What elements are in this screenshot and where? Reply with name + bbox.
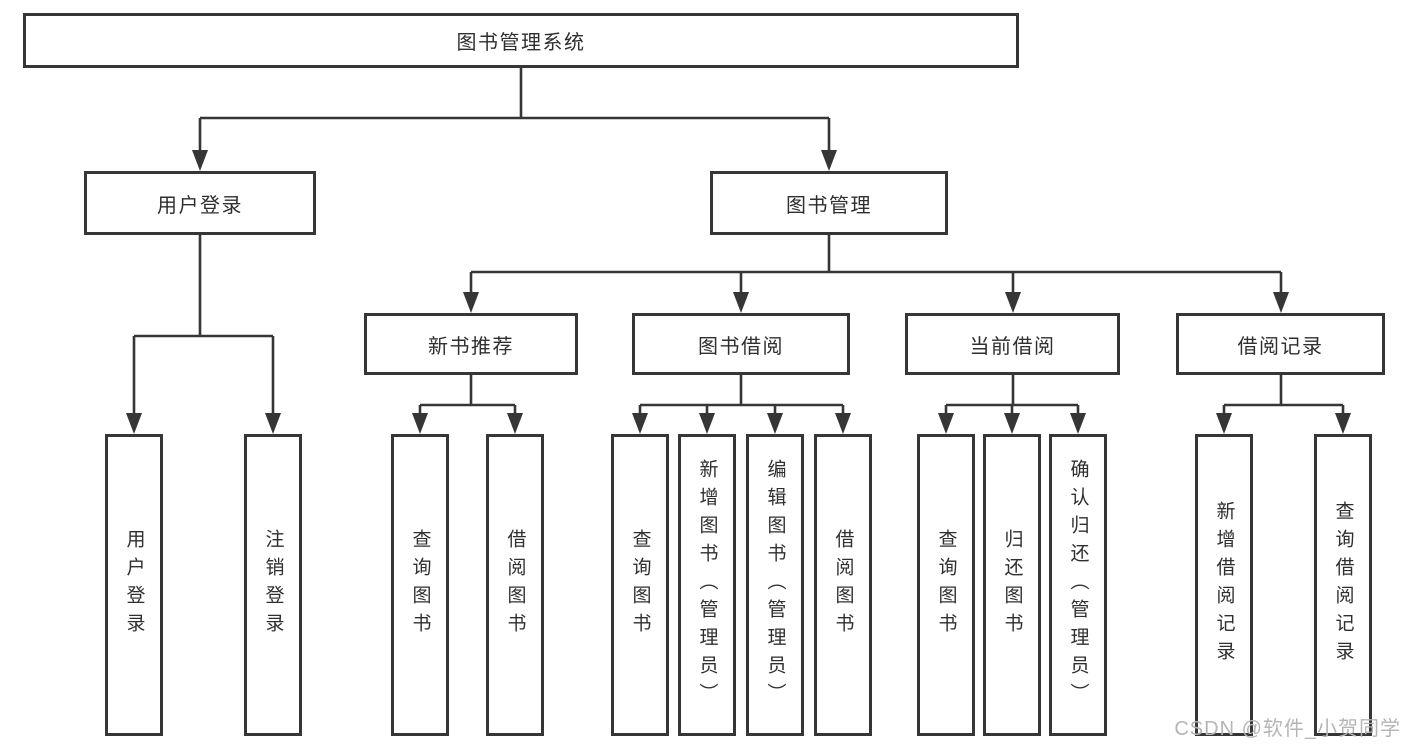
- leaf-add-borrow-record: 新增借阅记录: [1195, 434, 1253, 736]
- node-user-login: 用户登录: [84, 171, 316, 235]
- connector-newbookrec-to-leaves: [418, 375, 517, 419]
- node-book-management: 图书管理: [710, 171, 948, 235]
- leaf-add-borrow-record-label: 新增借阅记录: [1213, 501, 1235, 669]
- connector-root-to-level2: [198, 68, 831, 156]
- connector-borrowrecord-to-leaves: [1222, 375, 1345, 419]
- leaf-query-books-current-label: 查询图书: [935, 529, 957, 641]
- leaf-return-books: 归还图书: [983, 434, 1041, 736]
- leaf-confirm-return-admin: 确认归还（管理员）: [1049, 434, 1107, 736]
- leaf-edit-books-admin-label: 编辑图书（管理员）: [764, 459, 786, 711]
- node-borrow-record-label: 借阅记录: [1237, 335, 1324, 358]
- node-root-label: 图书管理系统: [456, 32, 586, 54]
- leaf-query-borrow-record-label: 查询借阅记录: [1332, 501, 1354, 669]
- leaf-query-borrow-record: 查询借阅记录: [1314, 434, 1372, 736]
- node-root-system: 图书管理系统: [23, 13, 1019, 68]
- leaf-query-books-borrow-label: 查询图书: [629, 529, 651, 641]
- node-new-book-recommend: 新书推荐: [364, 313, 578, 375]
- leaf-edit-books-admin: 编辑图书（管理员）: [746, 434, 804, 736]
- connector-currentborrow-to-leaves: [944, 375, 1080, 419]
- node-current-borrow: 当前借阅: [905, 313, 1120, 375]
- connector-bookborrow-to-leaves: [638, 375, 845, 419]
- node-current-borrow-label: 当前借阅: [969, 335, 1056, 358]
- arrowheads: [126, 150, 1351, 434]
- connector-paths: [132, 68, 1345, 419]
- node-book-management-label: 图书管理: [786, 194, 872, 217]
- leaf-user-login-label: 用户登录: [123, 529, 145, 641]
- leaf-logout: 注销登录: [244, 434, 302, 736]
- leaf-query-books-current: 查询图书: [917, 434, 975, 736]
- node-book-borrow-label: 图书借阅: [698, 335, 784, 358]
- leaf-query-books-borrow: 查询图书: [611, 434, 669, 736]
- leaf-borrow-books: 借阅图书: [814, 434, 872, 736]
- leaf-query-books-recommend-label: 查询图书: [409, 529, 431, 641]
- leaf-add-books-admin: 新增图书（管理员）: [678, 434, 736, 736]
- leaf-query-books-recommend: 查询图书: [391, 434, 449, 736]
- node-user-login-label: 用户登录: [157, 194, 243, 217]
- leaf-borrow-books-recommend: 借阅图书: [486, 434, 544, 736]
- leaf-confirm-return-admin-label: 确认归还（管理员）: [1067, 459, 1089, 711]
- node-borrow-record: 借阅记录: [1176, 313, 1385, 375]
- node-new-book-recommend-label: 新书推荐: [428, 335, 514, 358]
- leaf-borrow-books-recommend-label: 借阅图书: [504, 529, 526, 641]
- leaf-add-books-admin-label: 新增图书（管理员）: [696, 459, 718, 711]
- connector-bookmgmt-to-level3: [469, 235, 1283, 298]
- leaf-user-login: 用户登录: [105, 434, 163, 736]
- leaf-logout-label: 注销登录: [262, 529, 284, 641]
- leaf-return-books-label: 归还图书: [1001, 529, 1023, 641]
- connector-userlogin-to-leaves: [132, 235, 275, 419]
- csdn-watermark: CSDN @软件_小贺同学: [1174, 718, 1401, 740]
- node-book-borrow: 图书借阅: [632, 313, 850, 375]
- leaf-borrow-books-label: 借阅图书: [832, 529, 854, 641]
